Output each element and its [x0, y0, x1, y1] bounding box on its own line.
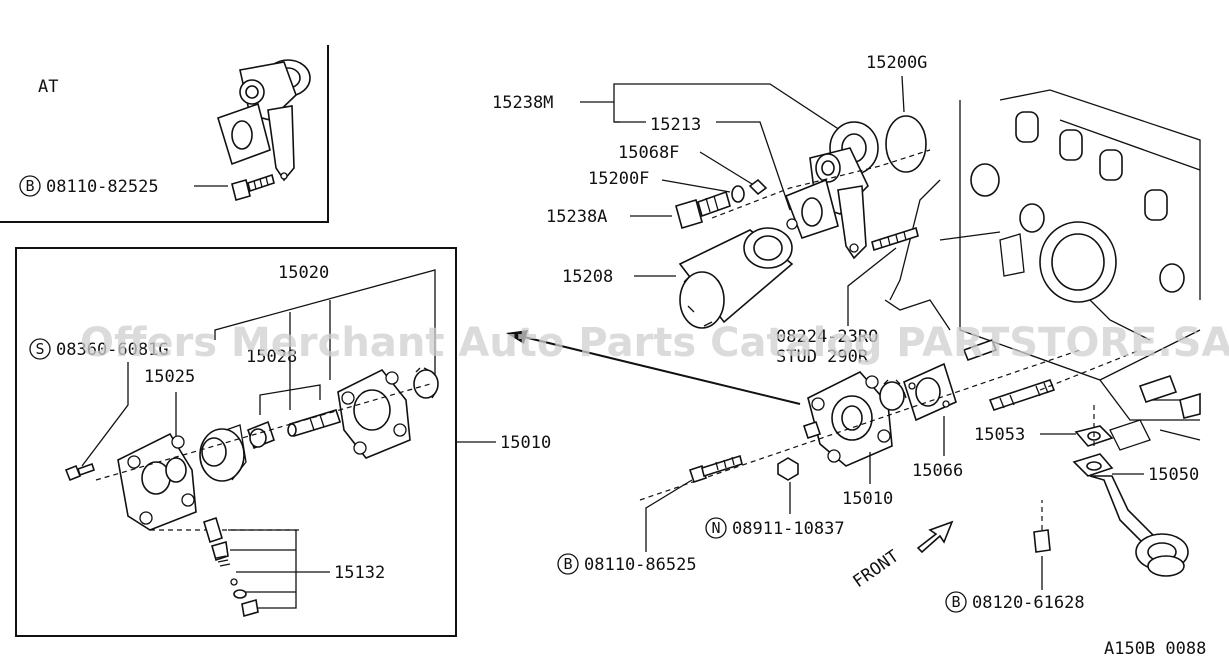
at-inset-border — [0, 45, 329, 223]
bolt-61628-prefix-circle — [945, 591, 967, 613]
stud-label: STUD 290R — [776, 347, 869, 367]
label-15053: 15053 — [974, 425, 1025, 445]
label-15213: 15213 — [650, 115, 701, 135]
leader-15238M-branch — [613, 102, 620, 123]
oil-filter-bracket-drawing — [784, 121, 879, 260]
bolt-61628-prefix: B — [951, 593, 960, 611]
connector-15238A-drawing — [675, 190, 731, 230]
nut-drawing — [777, 457, 799, 481]
main-diagram: 15200G 15238M 15213 15068 — [492, 53, 1206, 659]
pump-body-drawing — [337, 368, 411, 459]
label-15238M: 15238M — [492, 93, 553, 113]
leader-15068F — [699, 151, 753, 185]
at-bolt-prefix-circle — [19, 175, 41, 197]
oil-pump-15010-drawing — [802, 371, 907, 467]
relief-valve-drawing — [203, 516, 259, 618]
leader-15200F — [661, 179, 731, 193]
gasket-15200G-drawing — [885, 115, 927, 173]
label-15208: 15208 — [562, 267, 613, 287]
label-15068F: 15068F — [618, 143, 679, 163]
label-15028: 15028 — [246, 347, 297, 367]
at-inset: AT B 08110-82525 — [0, 45, 329, 223]
leader-15238M — [580, 83, 841, 131]
pump-gear-drawing — [413, 367, 439, 399]
nut-prefix: N — [711, 519, 720, 537]
label-15050: 15050 — [1148, 465, 1199, 485]
label-15200G: 15200G — [866, 53, 927, 73]
at-bolt-drawing — [231, 173, 275, 201]
screw-drawing — [64, 462, 96, 482]
front-label: FRONT — [849, 546, 902, 592]
at-bolt-prefix: B — [25, 177, 34, 195]
bolt-86525-drawing — [688, 454, 743, 484]
bolt-86525-prefix: B — [563, 555, 572, 573]
label-15132: 15132 — [334, 563, 385, 583]
leader-15213 — [614, 121, 791, 211]
screw-prefix: S — [35, 340, 44, 358]
pump-rotor-drawing — [199, 424, 247, 482]
oil-strainer-15050-drawing — [1072, 453, 1189, 577]
front-arrow-icon — [916, 520, 954, 554]
gasket-15066-drawing — [903, 362, 957, 422]
pump-exploded-box: 15020 S 08360-6081G 15028 15025 — [15, 247, 551, 637]
watermark: Offers Merchant Auto Parts Catalog PARTS… — [80, 320, 1229, 366]
screw-number: 08360-6081G — [56, 340, 169, 360]
bolt-86525-prefix-circle — [557, 553, 579, 575]
pump-shaft-drawing — [287, 409, 342, 437]
bolt-86525-number: 08110-86525 — [584, 555, 697, 575]
label-box-15010: 15010 — [500, 433, 551, 453]
label-15020: 15020 — [278, 263, 329, 283]
label-15025: 15025 — [144, 367, 195, 387]
nut-prefix-circle — [705, 517, 727, 539]
engine-block-drawing — [884, 89, 1201, 451]
bolt-61628-number: 08120-61628 — [972, 593, 1085, 613]
label-15200F: 15200F — [588, 169, 649, 189]
screw-prefix-circle — [29, 338, 51, 360]
leader-15020 — [214, 269, 436, 380]
pump-axis-line — [95, 383, 431, 481]
callout-arrow — [506, 330, 801, 405]
at-pump-housing-drawing — [217, 59, 311, 182]
at-title: AT — [38, 77, 58, 97]
leader-15028 — [259, 384, 321, 415]
leader-15132-a — [228, 529, 297, 609]
reference-code: A150B 0088 — [1104, 639, 1206, 659]
leader-15200G — [901, 75, 905, 113]
pump-cover-drawing — [117, 432, 197, 531]
label-15238A: 15238A — [546, 207, 607, 227]
nut-number: 08911-10837 — [732, 519, 845, 539]
stud-number: 08224-23RO — [776, 327, 878, 347]
filter-axis-line — [711, 149, 931, 219]
label-15066: 15066 — [912, 461, 963, 481]
leader-bolt-86525 — [645, 479, 693, 552]
label-main-15010: 15010 — [842, 489, 893, 509]
bolt-61628-drawing — [1033, 529, 1051, 553]
stud-pump-drawing — [962, 338, 1056, 411]
oring-15200F-drawing — [731, 185, 745, 203]
washer-15068F-drawing — [748, 178, 768, 196]
leader-stud — [847, 247, 897, 326]
front-indicator: FRONT — [849, 520, 954, 592]
pump-axis-main — [639, 349, 1081, 501]
screw-leader — [81, 362, 129, 467]
oil-filter-15208-drawing — [678, 227, 794, 329]
pump-inner-rotor-drawing — [247, 420, 275, 450]
stud-drawing — [871, 226, 919, 252]
at-bolt-number: 08110-82525 — [46, 177, 159, 197]
